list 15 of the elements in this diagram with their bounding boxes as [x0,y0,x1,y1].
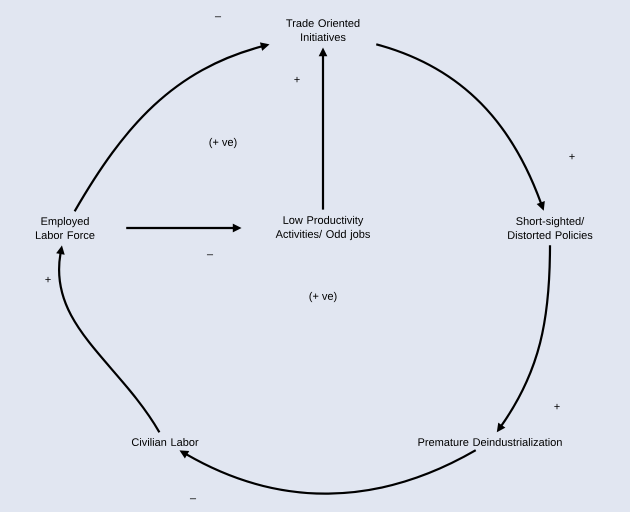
node-label: Premature Deindustrialization [418,438,562,446]
loop-label: (+ ve) [309,292,337,302]
polarity-sign: + [569,154,575,160]
node-label: Employed Labor Force [36,216,94,240]
polarity-sign: – [190,498,196,500]
node-label: Civilian Labor [132,438,198,446]
node-label: Trade Oriented Initiatives [286,18,360,42]
node-label: Short-sighted/ Distorted Policies [508,216,592,240]
polarity-sign: – [206,254,214,256]
polarity-sign: + [554,404,560,410]
polarity-sign: + [45,276,51,282]
polarity-sign: – [214,16,222,18]
loop-label: (+ ve) [209,138,237,148]
polarity-sign: + [294,76,300,82]
node-label: Low Productivity Activities/ Odd jobs [276,216,370,240]
